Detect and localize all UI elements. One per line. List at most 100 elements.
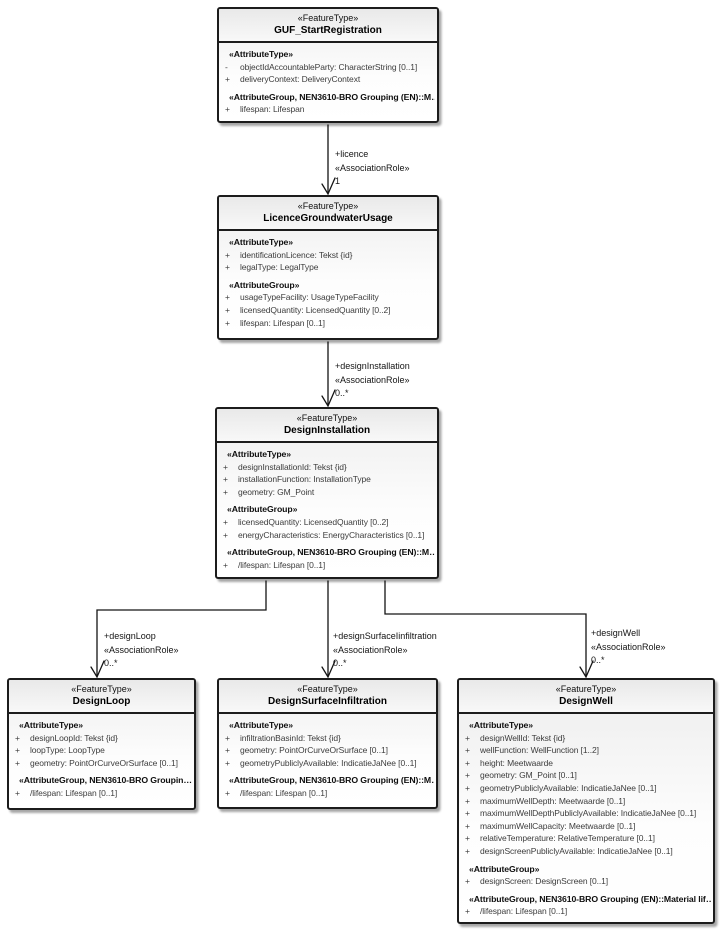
attribute-text: geometry: PointOrCurveOrSurface [0..1] [30, 757, 178, 768]
association-role-name: +designWell [591, 628, 641, 638]
attribute-visibility: + [465, 876, 470, 887]
class-designsurfaceinfiltration[interactable]: «FeatureType» DesignSurfaceInfiltration … [217, 678, 438, 809]
attribute-row: +installationFunction: InstallationType [222, 473, 435, 486]
attribute-visibility: + [223, 461, 228, 472]
class-designwell[interactable]: «FeatureType» DesignWell «AttributeType»… [457, 678, 715, 924]
attribute-row: +identificationLicence: Tekst {id} [224, 249, 435, 262]
attribute-text: /lifespan: Lifespan [0..1] [30, 787, 118, 798]
attribute-group-row: «AttributeGroup, NEN3610-BRO Groupin… [19, 775, 192, 786]
class-name: DesignLoop [72, 696, 131, 707]
attribute-visibility: + [465, 820, 470, 831]
attribute-visibility: + [225, 104, 230, 115]
class-name: DesignSurfaceInfiltration [268, 696, 387, 707]
association-multiplicity: 1 [335, 176, 341, 186]
association-designinstallation-arrow-icon [321, 389, 336, 408]
attribute-text: geometryPubliclyAvailable: IndicatieJaNe… [480, 782, 657, 793]
attribute-row: + wellFunction: WellFunction [1..2] [464, 744, 711, 757]
class-attribute-list: «AttributeType»+designLoopId: Tekst {id}… [9, 714, 194, 800]
attribute-text: geometryPubliclyAvailable: IndicatieJaNe… [240, 757, 417, 768]
attribute-visibility: + [225, 787, 230, 798]
association-label-designloop: +designLoop «AssociationRole» 0..* [104, 630, 179, 671]
attribute-text: maximumWellDepthPubliclyAvailable: Indic… [480, 808, 697, 819]
attribute-row: + /lifespan: Lifespan [0..1] [464, 905, 711, 918]
attribute-row: + /lifespan: Lifespan [0..1] [14, 787, 192, 800]
association-label-designinstallation: +designInstallation «AssociationRole» 0.… [335, 360, 410, 401]
attribute-text: objectIdAccountableParty: CharacterStrin… [240, 61, 418, 72]
attribute-text: designWellId: Tekst {id} [480, 732, 566, 743]
association-multiplicity: 0..* [104, 658, 118, 668]
association-label-designsurfaceinfiltration: +designSurfaceIinfiltration «Association… [333, 630, 437, 671]
attribute-visibility: + [465, 906, 470, 917]
class-header: «FeatureType» DesignSurfaceInfiltration [219, 680, 436, 714]
attribute-visibility: + [465, 745, 470, 756]
class-licencegroundwaterusage[interactable]: «FeatureType» LicenceGroundwaterUsage «A… [217, 195, 439, 340]
association-designloop-line [96, 580, 267, 677]
attribute-text: wellFunction: WellFunction [1..2] [480, 745, 599, 756]
class-name: DesignWell [559, 696, 613, 707]
attribute-text: deliveryContext: DeliveryContext [240, 74, 361, 85]
attribute-row: -objectIdAccountableParty: CharacterStri… [224, 61, 435, 74]
association-stereotype: «AssociationRole» [591, 641, 666, 652]
class-stereotype: «FeatureType» [297, 13, 359, 23]
attribute-text: legalType: LegalType [240, 262, 319, 273]
class-stereotype: «FeatureType» [297, 201, 359, 211]
attribute-text: geometry: PointOrCurveOrSurface [0..1] [240, 745, 388, 756]
attribute-text: height: Meetwaarde [480, 757, 553, 768]
association-designloop-arrow-icon [90, 660, 105, 679]
attribute-row: + geometryPubliclyAvailable: IndicatieJaN… [464, 782, 711, 795]
association-role-name: +designLoop [104, 631, 156, 641]
class-attribute-list: «AttributeType» +identificationLicence: T… [219, 231, 437, 329]
association-stereotype: «AssociationRole» [333, 644, 408, 655]
association-designwell-line [384, 580, 587, 677]
attribute-visibility: + [465, 770, 470, 781]
attribute-row: +designWellId: Tekst {id} [464, 732, 711, 745]
association-stereotype: «AssociationRole» [104, 644, 179, 655]
association-stereotype: «AssociationRole» [335, 162, 410, 173]
attribute-text: /lifespan: Lifespan [0..1] [480, 906, 568, 917]
attribute-visibility: + [223, 474, 228, 485]
association-role-name: +designInstallation [335, 361, 410, 371]
attribute-visibility: + [15, 787, 20, 798]
class-guf-startregistration[interactable]: «FeatureType» GUF_StartRegistration «Att… [217, 7, 439, 123]
attribute-row: +geometryPubliclyAvailable: IndicatieJaN… [224, 757, 434, 770]
attribute-visibility: + [223, 529, 228, 540]
class-attribute-list: «AttributeType»+designWellId: Tekst {id}… [459, 714, 713, 918]
attribute-row: +licensedQuantity: LicensedQuantity [0..… [222, 516, 435, 529]
class-stereotype: «FeatureType» [297, 684, 358, 694]
class-attribute-list: «AttributeType»+infiltrationBasinId: Tek… [219, 714, 436, 800]
association-designsurfaceinfiltration-arrow-icon [321, 660, 336, 679]
class-designinstallation[interactable]: «FeatureType» DesignInstallation «Attrib… [215, 407, 439, 579]
attribute-group-row: «AttributeGroup, NEN3610-BRO Grouping (E… [469, 893, 711, 904]
attribute-text: relativeTemperature: RelativeTemperature… [480, 833, 655, 844]
attribute-visibility: + [225, 732, 230, 743]
association-multiplicity: 0..* [333, 658, 347, 668]
class-designloop[interactable]: «FeatureType» DesignLoop «AttributeType»… [7, 678, 196, 810]
attribute-row: +designScreen: DesignScreen [0..1] [464, 875, 711, 888]
class-stereotype: «FeatureType» [71, 684, 132, 694]
class-header: «FeatureType» GUF_StartRegistration [219, 9, 437, 43]
attribute-visibility: + [465, 782, 470, 793]
attribute-group-row: «AttributeType» [229, 237, 293, 247]
association-licence-arrow-icon [321, 177, 336, 196]
attribute-row: +lifespan: Lifespan [0..1] [224, 317, 435, 330]
attribute-visibility: + [15, 757, 20, 768]
attribute-group-row: «AttributeGroup, NEN3610-BRO Grouping (E… [227, 547, 435, 558]
attribute-row: +geometry: GM_Point [222, 486, 435, 499]
attribute-visibility: + [465, 808, 470, 819]
attribute-text: usageTypeFacility: UsageTypeFacility [240, 292, 379, 303]
attribute-visibility: + [225, 317, 230, 328]
attribute-row: +/lifespan: Lifespan [0..1] [222, 559, 435, 572]
attribute-group-row: «AttributeGroup» [469, 863, 540, 874]
attribute-visibility: + [225, 292, 230, 303]
attribute-row: +/lifespan: Lifespan [0..1] [224, 787, 434, 800]
attribute-group-row: «AttributeType» [469, 720, 533, 730]
association-label-designwell: +designWell «AssociationRole» 0..* [591, 627, 666, 668]
attribute-group-row: «AttributeGroup, NEN3610-BRO Grouping (E… [229, 91, 435, 102]
class-header: «FeatureType» DesignLoop [9, 680, 194, 714]
attribute-visibility: + [465, 795, 470, 806]
class-attribute-list: «AttributeType»-objectIdAccountableParty… [219, 43, 437, 116]
class-header: «FeatureType» DesignInstallation [217, 409, 437, 443]
attribute-group-row: «AttributeType» [227, 449, 291, 459]
association-multiplicity: 0..* [335, 388, 349, 398]
